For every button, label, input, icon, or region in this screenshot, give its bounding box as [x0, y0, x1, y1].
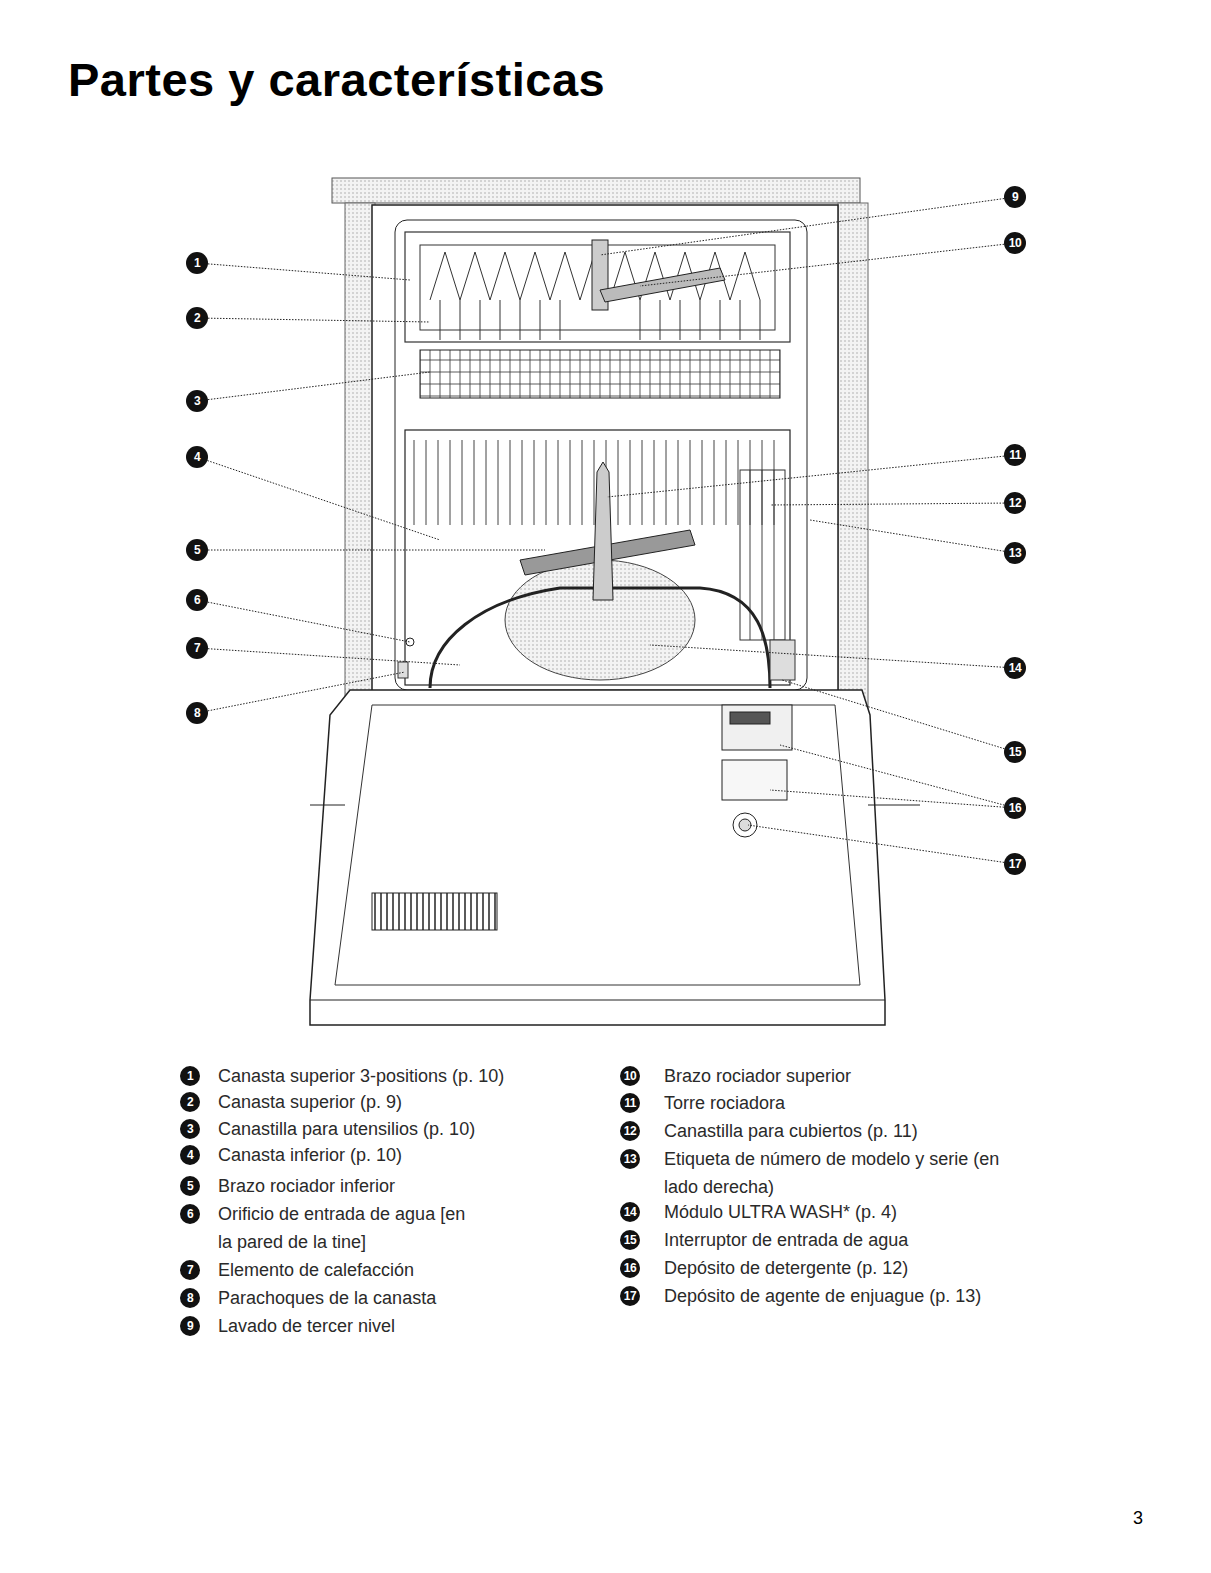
rack-bumper [398, 662, 408, 678]
part-name: Canasta superior (p. 9) [218, 1088, 402, 1116]
callout-number: 8 [186, 702, 208, 724]
detergent-cup [722, 760, 787, 800]
leader-line [208, 318, 430, 322]
callout-number: 7 [180, 1260, 200, 1280]
heating-element [430, 588, 770, 688]
part-name: Brazo rociador superior [664, 1062, 851, 1090]
callout-number: 16 [620, 1258, 640, 1278]
water-inlet-switch [770, 640, 795, 680]
utensil-basket [420, 350, 780, 398]
part-name: Canastilla para utensilios (p. 10) [218, 1115, 475, 1143]
callout-number: 14 [620, 1202, 640, 1222]
door-edge [310, 1000, 885, 1001]
leader-line [208, 602, 410, 642]
leader-line [650, 645, 1004, 667]
rinse-aid-dispenser [733, 813, 757, 837]
leader-line [208, 649, 460, 665]
part-name: Parachoques de la canasta [218, 1284, 436, 1312]
countertop [332, 178, 860, 203]
part-name: Torre rociadora [664, 1089, 785, 1117]
callout-number: 2 [186, 307, 208, 329]
leader-line [208, 372, 430, 400]
callout-number: 15 [620, 1230, 640, 1250]
callout-number: 3 [186, 390, 208, 412]
door-vent [372, 893, 497, 930]
part-name: Lavado de tercer nivel [218, 1312, 395, 1340]
callout-number: 1 [180, 1066, 200, 1086]
callout-number: 1 [186, 252, 208, 274]
callout-number: 4 [186, 446, 208, 468]
leader-line [208, 672, 405, 711]
leader-line [810, 520, 1004, 551]
callout-number: 17 [620, 1286, 640, 1306]
part-name: Canastilla para cubiertos (p. 11) [664, 1117, 918, 1145]
callout-number: 2 [180, 1092, 200, 1112]
callout-number: 7 [186, 637, 208, 659]
callout-number: 4 [180, 1145, 200, 1165]
detergent-dispenser [722, 705, 792, 750]
callout-number: 14 [1004, 657, 1026, 679]
leader-line [748, 825, 1004, 862]
leader-line [640, 244, 1004, 286]
leader-line [782, 680, 1004, 749]
page-number: 3 [1133, 1508, 1143, 1529]
tub-interior [395, 220, 807, 690]
door [310, 690, 885, 1025]
callout-number: 11 [620, 1093, 640, 1113]
callout-number: 6 [180, 1204, 200, 1224]
dispenser-slot [730, 712, 770, 724]
leader-line [600, 199, 1004, 255]
upper-spray-arm [600, 268, 725, 302]
part-name: Brazo rociador inferior [218, 1172, 395, 1200]
callout-number: 15 [1004, 741, 1026, 763]
callout-number: 9 [180, 1316, 200, 1336]
callout-number: 12 [620, 1121, 640, 1141]
water-inlet-opening [406, 638, 414, 646]
floor-line [868, 805, 920, 806]
callout-number: 13 [620, 1149, 640, 1169]
leader-line [208, 264, 410, 280]
part-name: Canasta inferior (p. 10) [218, 1141, 402, 1169]
leader-line [607, 456, 1004, 497]
leader-line [208, 550, 545, 551]
callout-number: 8 [180, 1288, 200, 1308]
part-name: Elemento de calefacción [218, 1256, 414, 1284]
callout-number: 17 [1004, 853, 1026, 875]
callout-number: 9 [1004, 186, 1026, 208]
callout-number: 5 [180, 1176, 200, 1196]
part-name: Depósito de detergente (p. 12) [664, 1254, 908, 1282]
part-name: Etiqueta de número de modelo y serie (en… [664, 1145, 1004, 1201]
callout-number: 3 [180, 1119, 200, 1139]
lower-rack [405, 430, 790, 685]
part-name: Interruptor de entrada de agua [664, 1226, 908, 1254]
leader-line [770, 790, 1004, 807]
callout-number: 12 [1004, 492, 1026, 514]
part-name: Módulo ULTRA WASH* (p. 4) [664, 1198, 897, 1226]
tub-frame [372, 205, 838, 695]
callout-number: 16 [1004, 797, 1026, 819]
callout-number: 10 [620, 1066, 640, 1086]
leader-line [207, 461, 440, 540]
upper-rack [405, 232, 790, 342]
callout-number: 10 [1004, 232, 1026, 254]
callout-number: 5 [186, 539, 208, 561]
callout-number: 6 [186, 589, 208, 611]
spray-tower [593, 462, 613, 600]
leader-line [770, 503, 1004, 505]
floor-line [310, 805, 345, 806]
part-name: Canasta superior 3-positions (p. 10) [218, 1062, 504, 1090]
rinse-aid-cap [739, 819, 751, 831]
callout-number: 11 [1004, 444, 1026, 466]
callout-number: 13 [1004, 542, 1026, 564]
part-name: Orificio de entrada de agua [en la pared… [218, 1200, 478, 1256]
part-name: Depósito de agente de enjuague (p. 13) [664, 1282, 981, 1310]
leader-line [780, 745, 1004, 805]
page-title: Partes y características [68, 52, 605, 107]
silverware-basket [740, 470, 785, 640]
door-inner-panel [335, 705, 860, 985]
